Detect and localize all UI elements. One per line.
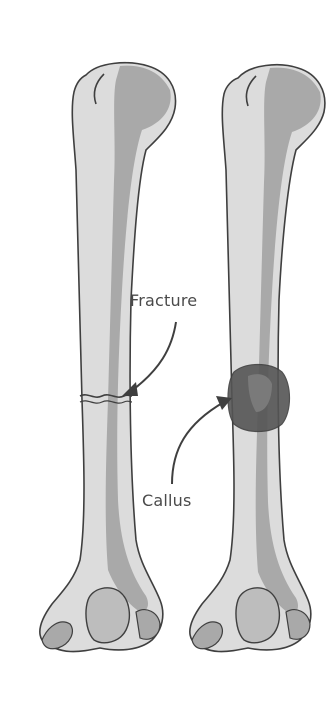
left-condyle — [86, 588, 129, 643]
healing-humerus — [190, 65, 325, 652]
fracture-label: Fracture — [130, 291, 197, 310]
right-condyle — [236, 588, 279, 643]
callus-arrow — [172, 402, 224, 484]
callus-label: Callus — [142, 491, 192, 510]
fractured-humerus — [40, 63, 176, 652]
fracture-arrow — [130, 322, 176, 392]
